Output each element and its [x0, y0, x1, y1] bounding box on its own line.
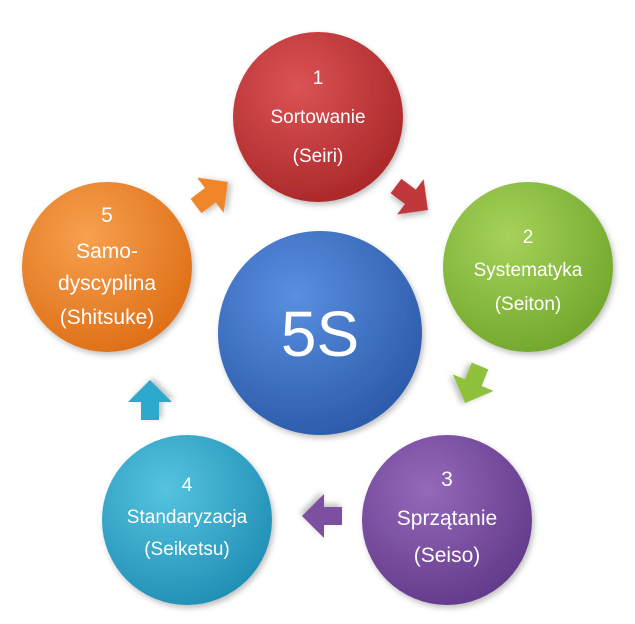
node-systematyka: 2 Systematyka (Seiton): [443, 182, 613, 352]
node-number: 2: [523, 227, 534, 248]
node-number: 5: [101, 204, 113, 227]
node-samodyscyplina: 5 Samo- dyscyplina (Shitsuke): [22, 182, 192, 352]
node-title-continued: dyscyplina: [58, 272, 156, 295]
node-title: Systematyka: [474, 260, 583, 281]
node-subtitle: (Shitsuke): [60, 306, 155, 329]
arrow-5-to-1-icon: [190, 177, 228, 214]
center-label: 5S: [281, 298, 359, 370]
node-subtitle: (Seiri): [293, 146, 344, 167]
arrow-4-to-5-icon: [128, 380, 172, 420]
node-subtitle: (Seiso): [414, 544, 481, 567]
arrow-3-to-4-icon: [302, 494, 342, 538]
node-title: Sortowanie: [270, 107, 365, 128]
node-title: Sprzątanie: [397, 507, 497, 530]
node-sprzatanie: 3 Sprzątanie (Seiso): [362, 435, 532, 605]
arrow-2-to-3-icon: [452, 362, 494, 404]
node-number: 3: [441, 468, 453, 491]
node-standaryzacja: 4 Standaryzacja (Seiketsu): [102, 435, 272, 605]
node-sortowanie: 1 Sortowanie (Seiri): [233, 32, 403, 202]
node-title: Standaryzacja: [127, 507, 248, 528]
node-subtitle: (Seiketsu): [144, 539, 230, 560]
center-node: 5S: [218, 231, 422, 435]
arrow-1-to-2-icon: [390, 178, 428, 215]
node-number: 1: [313, 68, 324, 89]
node-subtitle: (Seiton): [495, 294, 562, 315]
node-title: Samo-: [76, 240, 138, 263]
node-number: 4: [182, 475, 193, 496]
